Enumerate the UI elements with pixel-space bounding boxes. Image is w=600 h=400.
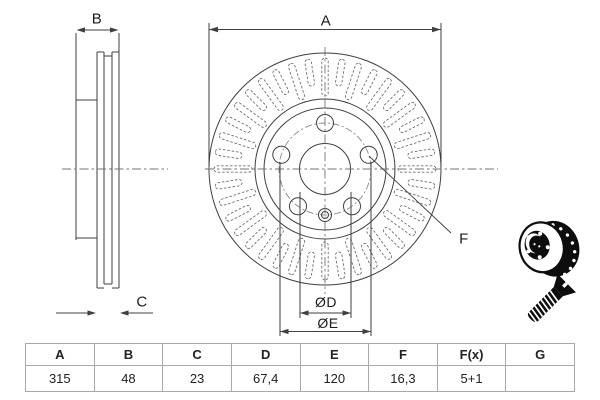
header-cell-d: D	[230, 343, 301, 366]
value-cell-fx: 5+1	[436, 365, 507, 392]
dimension-e	[279, 162, 372, 336]
front-view	[205, 47, 498, 294]
header-cell-c: C	[162, 343, 232, 366]
disc-with-screw-icon	[518, 220, 580, 324]
header-cell-e: E	[299, 343, 370, 366]
specs-value-row: 315 48 23 67,4 120 16,3 5+1	[25, 365, 575, 392]
brake-disc-icon	[518, 220, 580, 277]
header-cell-b: B	[93, 343, 164, 366]
value-cell-d: 67,4	[230, 365, 301, 392]
dimension-label-oe: ØE	[317, 315, 339, 331]
specs-header-row: A B C D E F F(x) G	[25, 343, 575, 366]
dimension-label-c: C	[136, 293, 148, 311]
value-cell-b: 48	[93, 365, 164, 392]
dimension-label-f: F	[459, 230, 469, 248]
value-cell-a: 315	[25, 365, 95, 392]
value-cell-g	[505, 365, 575, 392]
header-cell-f: F	[368, 343, 438, 366]
dimension-a	[208, 23, 442, 167]
dimension-label-b: B	[91, 10, 103, 28]
header-cell-fx: F(x)	[436, 343, 507, 366]
header-cell-g: G	[505, 343, 575, 366]
hub-bolt-holes	[526, 231, 550, 260]
dimension-label-a: A	[320, 12, 332, 30]
specs-table: A B C D E F F(x) G 315 48 23 67,4 120 16…	[25, 343, 575, 392]
mounting-screw-icon	[527, 274, 576, 324]
dimension-b	[76, 27, 119, 33]
leader-f	[368, 155, 452, 234]
side-view	[62, 33, 168, 289]
dimension-c	[56, 310, 153, 316]
value-cell-f: 16,3	[368, 365, 438, 392]
value-cell-c: 23	[162, 365, 232, 392]
value-cell-e: 120	[299, 365, 370, 392]
header-cell-a: A	[25, 343, 95, 366]
dimension-label-od: ØD	[315, 294, 337, 310]
bolt-holes	[272, 114, 378, 216]
dimension-d	[299, 192, 352, 318]
